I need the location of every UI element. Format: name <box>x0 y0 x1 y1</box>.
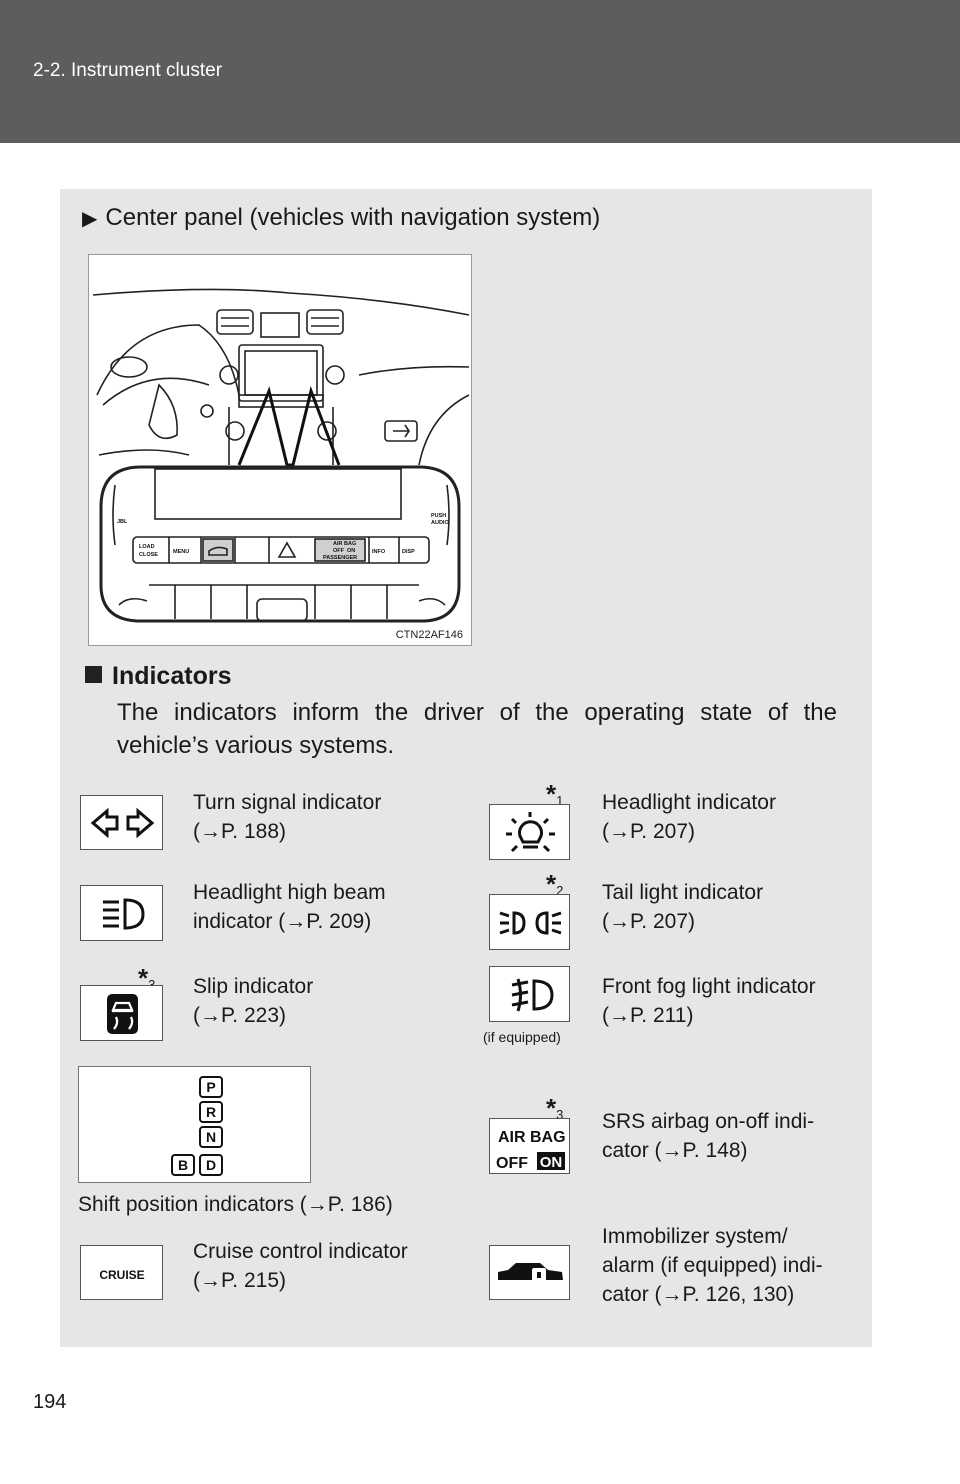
label-disp: DISP <box>402 549 415 555</box>
car-lock-icon <box>498 1263 563 1281</box>
footnote-marker: *2 <box>546 869 564 899</box>
srs-airbag-description: SRS airbag on-off indi- cator (→P. 148) <box>602 1107 814 1165</box>
high-beam-ref: indicator (→P. 209) <box>193 910 372 933</box>
section-body: The indicators inform the driver of the … <box>117 699 837 759</box>
high-beam-label: Headlight high beam <box>193 881 386 904</box>
shift-position-label: Shift position indicators (→P. 186) <box>78 1193 393 1216</box>
off-text: OFF <box>496 1155 528 1172</box>
front-fog-ref: (→P. 211) <box>602 1004 694 1027</box>
label-load: LOAD <box>139 544 155 550</box>
footer-watermark: carmanualsonline.info <box>786 1456 952 1475</box>
label-audio: AUDIO <box>431 520 449 526</box>
label-off: OFF <box>333 548 345 554</box>
center-panel-figure: LOAD CLOSE MENU AIR BAG OFF ON PASSENGER… <box>88 254 472 646</box>
shift-letter-r: R <box>206 1104 216 1120</box>
front-fog-indicator-box <box>489 966 570 1022</box>
footnote-marker: *3 <box>546 1093 564 1123</box>
cruise-label: Cruise control indicator <box>193 1240 408 1263</box>
immobilizer-label-2: alarm (if equipped) indi- <box>602 1254 823 1277</box>
srs-airbag-ref: cator (→P. 148) <box>602 1139 748 1162</box>
page-number: 194 <box>33 1391 67 1413</box>
shift-n <box>199 1126 223 1148</box>
immobilizer-ref: cator (→P. 126, 130) <box>602 1283 795 1306</box>
shift-position-icon: P R N B D <box>171 1076 223 1176</box>
section-title: 2-2. Instrument cluster <box>33 60 223 81</box>
label-on: ON <box>347 548 355 554</box>
label-passenger: PASSENGER <box>323 555 357 561</box>
srs-airbag-icon: AIR BAG OFF ON <box>496 1129 566 1172</box>
turn-signal-label: Turn signal indicator <box>193 791 382 814</box>
shift-letter-n: N <box>206 1129 216 1145</box>
cruise-indicator-box: CRUISE <box>80 1245 163 1300</box>
if-equipped-note: (if equipped) <box>483 1029 561 1045</box>
turn-signal-icon <box>90 807 155 839</box>
cruise-description: Cruise control indicator (→P. 215) <box>193 1237 408 1295</box>
intro-text: Center panel (vehicles with navigation s… <box>105 204 601 231</box>
high-beam-description: Headlight high beam indicator (→P. 209) <box>193 878 386 936</box>
slip-indicator-box <box>80 985 163 1041</box>
figure-code: CTN22AF146 <box>395 629 463 641</box>
on-text: ON <box>540 1154 563 1171</box>
front-fog-description: Front fog light indicator (→P. 211) <box>602 972 816 1030</box>
tail-light-description: Tail light indicator (→P. 207) <box>602 878 763 936</box>
slip-ref: (→P. 223) <box>193 1004 286 1027</box>
shift-b <box>171 1154 195 1176</box>
headlight-ref: (→P. 207) <box>602 820 695 843</box>
immobilizer-description: Immobilizer system/ alarm (if equipped) … <box>602 1222 823 1309</box>
shift-r <box>199 1101 223 1123</box>
high-beam-icon <box>103 898 145 930</box>
shift-d <box>199 1154 223 1176</box>
footnote-marker: *3 <box>138 963 155 993</box>
shift-letter-p: P <box>206 1079 215 1095</box>
headlight-label: Headlight indicator <box>602 791 776 814</box>
slip-icon <box>107 994 138 1034</box>
label-jbl: JBL <box>117 519 128 525</box>
tail-light-indicator-box <box>489 894 570 950</box>
section-heading: Indicators <box>85 662 231 691</box>
shift-position-box: P R N B D <box>78 1066 311 1183</box>
shift-p <box>199 1076 223 1098</box>
section-heading-text: Indicators <box>112 662 232 690</box>
shift-letter-d: D <box>206 1157 216 1173</box>
headlight-icon <box>506 812 555 853</box>
shift-letter-b: B <box>178 1157 188 1173</box>
headlight-description: Headlight indicator (→P. 207) <box>602 788 776 846</box>
cruise-ref: (→P. 215) <box>193 1269 286 1292</box>
label-info: INFO <box>372 549 386 555</box>
page-header: 2-2. Instrument cluster <box>0 0 960 143</box>
immobilizer-label: Immobilizer system/ <box>602 1225 788 1248</box>
turn-signal-indicator-box <box>80 795 163 850</box>
pointer-arrow-icon: ▶ <box>82 208 98 230</box>
turn-signal-description: Turn signal indicator (→P. 188) <box>193 788 381 846</box>
slip-label: Slip indicator <box>193 975 314 998</box>
label-push: PUSH <box>431 513 446 519</box>
square-bullet-icon <box>85 666 102 683</box>
footnote-marker: *1 <box>546 779 564 809</box>
label-airbag: AIR BAG <box>333 541 356 547</box>
label-menu: MENU <box>173 549 189 555</box>
turn-signal-ref: (→P. 188) <box>193 820 286 843</box>
tail-light-icon <box>499 911 562 935</box>
immobilizer-indicator-box <box>489 1245 570 1300</box>
srs-airbag-label: SRS airbag on-off indi- <box>602 1110 815 1133</box>
slip-description: Slip indicator (→P. 223) <box>193 972 313 1030</box>
intro-line: ▶ Center panel (vehicles with navigation … <box>82 204 600 232</box>
airbag-text: AIR BAG <box>498 1129 566 1146</box>
dashboard-illustration: LOAD CLOSE MENU AIR BAG OFF ON PASSENGER… <box>92 288 470 623</box>
high-beam-indicator-box <box>80 885 163 941</box>
headlight-indicator-box <box>489 804 570 860</box>
front-fog-label: Front fog light indicator <box>602 975 816 998</box>
label-close: CLOSE <box>139 552 158 558</box>
tail-light-label: Tail light indicator <box>602 881 764 904</box>
front-fog-icon <box>511 978 554 1012</box>
cruise-text: CRUISE <box>99 1268 144 1282</box>
cruise-icon: CRUISE <box>99 1268 144 1282</box>
tail-light-ref: (→P. 207) <box>602 910 695 933</box>
srs-airbag-indicator-box: AIR BAG OFF ON <box>489 1118 570 1174</box>
